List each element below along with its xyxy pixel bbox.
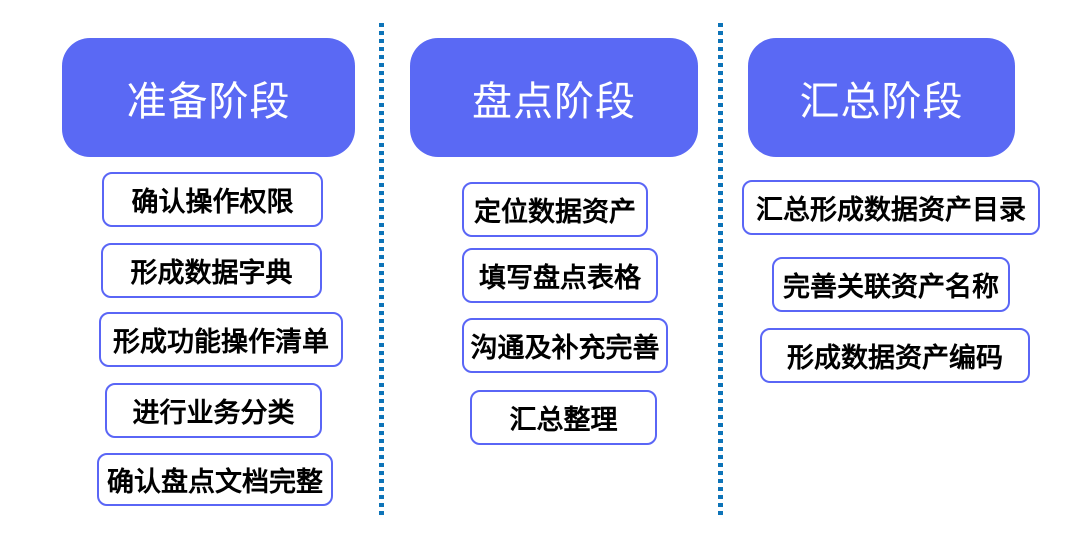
step-box: 填写盘点表格 bbox=[462, 248, 658, 303]
step-box: 确认操作权限 bbox=[102, 172, 323, 227]
step-box: 形成数据资产编码 bbox=[760, 328, 1030, 383]
step-box: 确认盘点文档完整 bbox=[97, 453, 333, 506]
step-box: 沟通及补充完善 bbox=[462, 318, 668, 373]
dotted-divider bbox=[379, 23, 384, 517]
step-box: 形成数据字典 bbox=[101, 243, 322, 298]
step-box: 进行业务分类 bbox=[105, 383, 322, 438]
step-box: 汇总形成数据资产目录 bbox=[742, 180, 1040, 235]
phase-header-preparation: 准备阶段 bbox=[62, 38, 355, 157]
phase-header-inventory: 盘点阶段 bbox=[410, 38, 698, 157]
dotted-divider bbox=[718, 23, 723, 517]
step-box: 完善关联资产名称 bbox=[772, 257, 1010, 312]
phase-header-summary: 汇总阶段 bbox=[748, 38, 1015, 157]
step-box: 形成功能操作清单 bbox=[99, 312, 343, 367]
step-box: 汇总整理 bbox=[470, 390, 657, 445]
step-box: 定位数据资产 bbox=[462, 182, 648, 237]
